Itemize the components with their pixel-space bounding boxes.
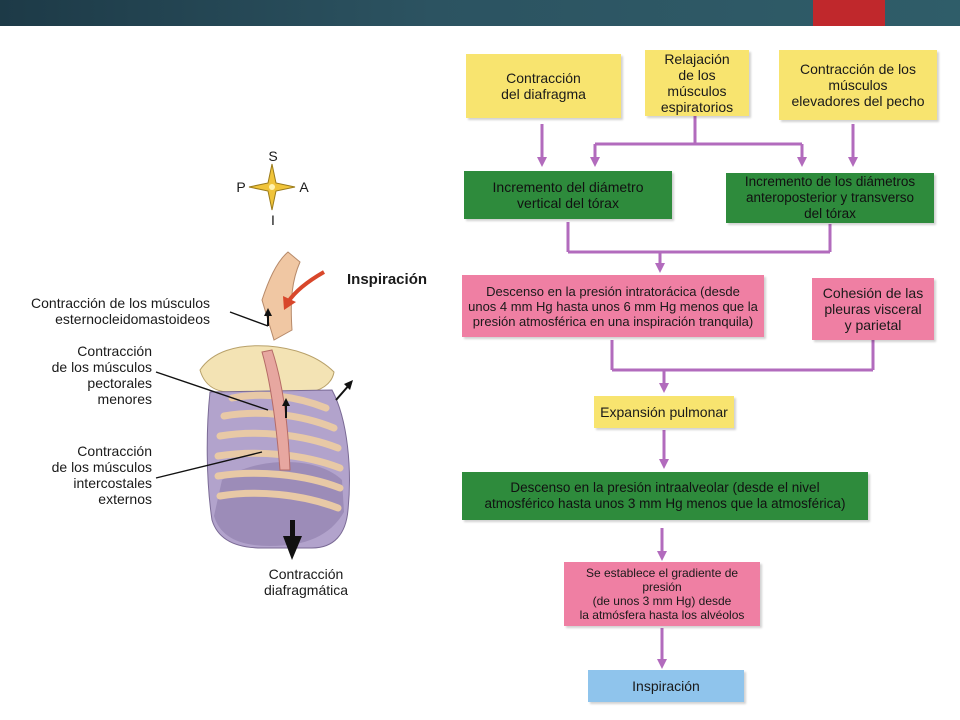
box-descenso-intratoracica: Descenso en la presión intratorácica (de…	[462, 275, 764, 337]
label-esternocleidomastoideos: Contracción de los músculos esternocleid…	[31, 295, 210, 327]
box-gradiente-presion: Se establece el gradiente de presión (de…	[564, 562, 760, 626]
compass-p-label: P	[236, 179, 246, 195]
diaphragm-down-arrow-icon	[283, 520, 302, 560]
box-relajacion-espiratorios: Relajación de los músculos espiratorios	[645, 50, 749, 116]
illustration-leader-lines	[155, 311, 269, 479]
box-expansion-pulmonar: Expansión pulmonar	[594, 396, 734, 428]
compass-s-label: S	[268, 148, 278, 164]
box-cohesion-pleuras: Cohesión de las pleuras visceral y parie…	[812, 278, 934, 340]
box-incremento-vertical: Incremento del diámetro vertical del tór…	[464, 171, 672, 219]
box-contraccion-diafragma: Contracción del diafragma	[466, 54, 621, 118]
box-contraccion-elevadores: Contracción de los músculos elevadores d…	[779, 50, 937, 120]
box-incremento-anteroposterior: Incremento de los diámetros anteroposter…	[726, 173, 934, 223]
slide-header-bar	[0, 0, 960, 26]
inspiration-air-arrow-icon	[283, 270, 325, 310]
header-accent-block	[813, 0, 885, 26]
label-contraccion-diafragmatica: Contracción diafragmática	[263, 566, 349, 598]
thorax-illustration	[199, 251, 353, 549]
box-descenso-intraalveolar: Descenso en la presión intraalveolar (de…	[462, 472, 868, 520]
label-intercostales-externos: Contracción de los músculos intercostale…	[51, 443, 152, 507]
compass-a-label: A	[299, 179, 309, 195]
compass-rose-icon	[248, 163, 296, 211]
label-pectorales-menores: Contracción de los músculos pectorales m…	[51, 343, 152, 407]
inspiration-title: Inspiración	[347, 271, 428, 288]
box-inspiracion: Inspiración	[588, 670, 744, 702]
compass-i-label: I	[271, 212, 275, 228]
